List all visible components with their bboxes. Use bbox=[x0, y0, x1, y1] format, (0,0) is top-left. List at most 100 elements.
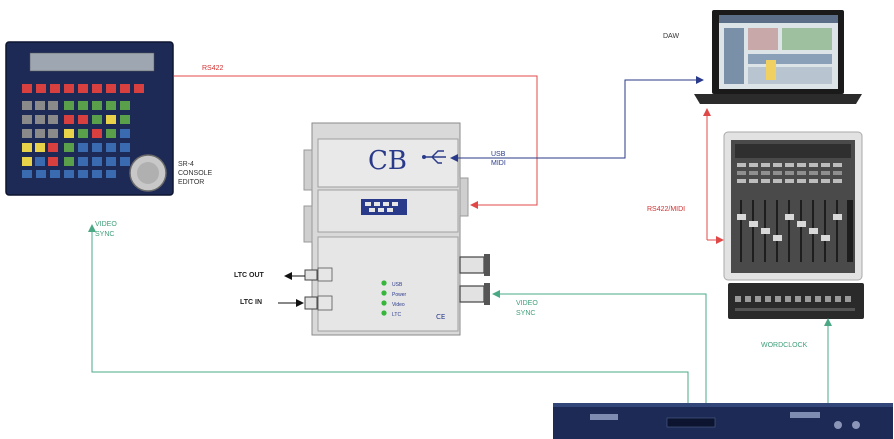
fader-track bbox=[752, 200, 754, 262]
fader-track bbox=[800, 200, 802, 262]
rs422-midi-link bbox=[703, 108, 724, 244]
sr4-key bbox=[35, 101, 45, 110]
wordclock-link bbox=[824, 318, 832, 403]
sync-generator-rack bbox=[553, 403, 893, 439]
sr4-key bbox=[22, 170, 32, 178]
svg-text:CE: CE bbox=[436, 313, 445, 321]
sr4-key bbox=[36, 170, 46, 178]
sr4-label-line3: EDITOR bbox=[178, 179, 205, 186]
strip-button bbox=[821, 171, 830, 175]
strip-button bbox=[785, 179, 794, 183]
led-label-video: Video bbox=[392, 302, 405, 308]
interface-knob bbox=[775, 296, 781, 302]
interface-knob bbox=[755, 296, 761, 302]
sr4-key bbox=[78, 129, 88, 138]
strip-button bbox=[749, 171, 758, 175]
led-label-usb: USB bbox=[392, 282, 403, 288]
interface-knob bbox=[765, 296, 771, 302]
sr4-key bbox=[106, 129, 116, 138]
sr4-key bbox=[106, 101, 116, 110]
cb-logo: CB bbox=[368, 146, 407, 176]
sr4-label-line2: CONSOLE bbox=[178, 170, 213, 177]
sr4-key bbox=[64, 157, 74, 166]
fader-cap bbox=[797, 221, 806, 227]
sr4-key bbox=[120, 129, 130, 138]
strip-button bbox=[773, 163, 782, 167]
sr4-key bbox=[64, 170, 74, 178]
rs422-label: RS422 bbox=[202, 65, 224, 72]
sr4-key bbox=[48, 143, 58, 152]
ltc-led bbox=[381, 310, 387, 316]
strip-button bbox=[821, 163, 830, 167]
strip-button bbox=[773, 171, 782, 175]
sr4-key bbox=[78, 115, 88, 124]
sr4-key bbox=[106, 115, 116, 124]
strip-button bbox=[749, 163, 758, 167]
sr4-key bbox=[106, 84, 116, 93]
sr4-key bbox=[78, 84, 88, 93]
usb-label-line1: USB bbox=[491, 151, 506, 158]
interface-knob bbox=[815, 296, 821, 302]
power-led bbox=[381, 290, 387, 296]
fader-cap bbox=[785, 214, 794, 220]
fader-track bbox=[776, 200, 778, 262]
sr4-key bbox=[106, 170, 116, 178]
interface-knob bbox=[745, 296, 751, 302]
video-sync-left-line2: SYNC bbox=[95, 231, 115, 238]
usb-midi-link bbox=[450, 76, 704, 162]
strip-button bbox=[785, 171, 794, 175]
video-sync-right-line2: SYNC bbox=[516, 310, 536, 317]
strip-button bbox=[749, 179, 758, 183]
strip-button bbox=[797, 179, 806, 183]
sr4-key bbox=[92, 157, 102, 166]
usb-led bbox=[381, 280, 387, 286]
strip-button bbox=[761, 171, 770, 175]
video-sync-link-left bbox=[88, 224, 689, 403]
cb-sync-box: CE bbox=[303, 122, 490, 336]
rs422-midi-label: RS422/MIDI bbox=[647, 206, 686, 213]
sr4-key bbox=[106, 157, 116, 166]
sr4-key bbox=[106, 143, 116, 152]
strip-button bbox=[809, 171, 818, 175]
ltc-in-link bbox=[278, 299, 304, 307]
sr4-label-line1: SR-4 bbox=[178, 161, 194, 168]
ltc-in-label: LTC IN bbox=[240, 299, 263, 306]
daw-laptop bbox=[694, 10, 862, 104]
interface-front-panel bbox=[735, 296, 855, 311]
sr4-key bbox=[22, 129, 32, 138]
sr4-key bbox=[64, 84, 74, 93]
strip-button bbox=[761, 179, 770, 183]
sr4-console-editor bbox=[5, 41, 174, 196]
strip-button bbox=[737, 171, 746, 175]
sr4-key bbox=[92, 101, 102, 110]
strip-button bbox=[821, 179, 830, 183]
sr4-key bbox=[64, 115, 74, 124]
sr4-key bbox=[48, 129, 58, 138]
strip-button bbox=[833, 163, 842, 167]
strip-button bbox=[809, 179, 818, 183]
fader-strips bbox=[737, 163, 853, 262]
sr4-key bbox=[22, 115, 32, 124]
interface-knob bbox=[835, 296, 841, 302]
ltc-out-link bbox=[284, 272, 305, 280]
sr4-key bbox=[92, 129, 102, 138]
led-label-power: Power bbox=[392, 292, 407, 298]
video-led bbox=[381, 300, 387, 306]
interface-strip bbox=[735, 308, 855, 311]
sr4-key bbox=[64, 143, 74, 152]
wordclock-label: WORDCLOCK bbox=[761, 342, 808, 349]
sr4-key bbox=[120, 84, 130, 93]
video-sync-left-line1: VIDEO bbox=[95, 221, 117, 228]
fader-cap bbox=[809, 228, 818, 234]
fader-track bbox=[740, 200, 742, 262]
fader-cap bbox=[737, 214, 746, 220]
sr4-key bbox=[35, 157, 45, 166]
rs422-link bbox=[174, 75, 538, 209]
fader-cap bbox=[821, 235, 830, 241]
sr4-key bbox=[134, 84, 144, 93]
strip-button bbox=[737, 179, 746, 183]
sr4-key bbox=[64, 101, 74, 110]
strip-button bbox=[761, 163, 770, 167]
sr4-key bbox=[78, 101, 88, 110]
